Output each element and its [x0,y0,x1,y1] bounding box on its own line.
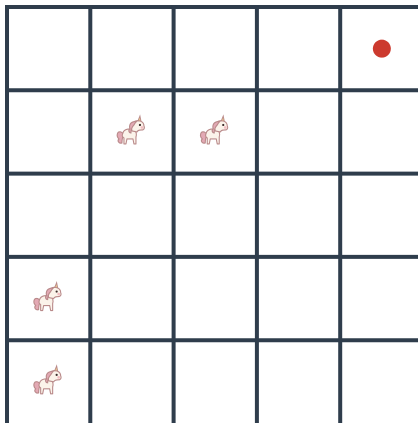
grid-cell-r2-c0[interactable] [7,174,90,257]
grid-cell-r0-c3[interactable] [257,7,340,90]
grid-cell-r0-c0[interactable] [7,7,90,90]
grid-cell-r2-c1[interactable] [90,174,173,257]
grid-cell-r3-c1[interactable] [90,257,173,340]
grid-cell-r3-c4[interactable] [340,257,418,340]
grid-cell-r4-c1[interactable] [90,340,173,423]
red-dot-icon [373,40,391,58]
grid-cell-r0-c2[interactable] [174,7,257,90]
grid-cell-r4-c2[interactable] [174,340,257,423]
grid-cell-r1-c4[interactable] [340,90,418,173]
grid-cell-r3-c3[interactable] [257,257,340,340]
grid-cell-r1-c0[interactable] [7,90,90,173]
grid-cell-r2-c2[interactable] [174,174,257,257]
grid-cell-r1-c3[interactable] [257,90,340,173]
grid-cell-r2-c4[interactable] [340,174,418,257]
cells [7,7,418,423]
grid-cell-r3-c2[interactable] [174,257,257,340]
grid-cell-r2-c3[interactable] [257,174,340,257]
grid-cell-r4-c4[interactable] [340,340,418,423]
grid-cell-r4-c3[interactable] [257,340,340,423]
grid-cell-r0-c1[interactable] [90,7,173,90]
